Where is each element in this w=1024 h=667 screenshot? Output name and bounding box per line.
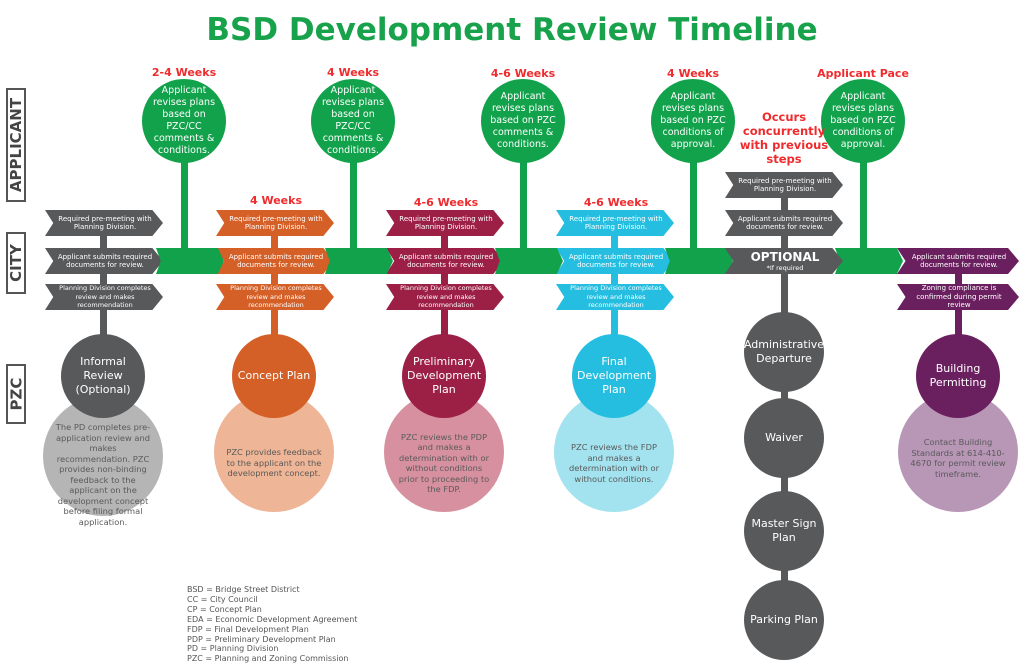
legend-entry: CP = Concept Plan: [187, 604, 262, 614]
optional-step-chevron: Applicant submits required documents for…: [725, 210, 843, 236]
timeline-connector-arrow: [156, 248, 224, 274]
optional-item-circle: Administrative Departure: [744, 312, 824, 392]
duration-label: 2-4 Weeks: [151, 66, 217, 79]
legend-entry: PDP = Preliminary Development Plan: [187, 634, 336, 644]
optional-item-circle: Master Sign Plan: [744, 491, 824, 571]
lane-applicant: APPLICANT: [6, 88, 26, 202]
duration-label: 4 Weeks: [249, 194, 303, 207]
connector-stem: [520, 150, 527, 255]
optional-item-circle: Waiver: [744, 398, 824, 478]
stage-title-circle: Preliminary Development Plan: [402, 334, 486, 418]
timeline-connector-arrow: [495, 248, 563, 274]
optional-step-chevron: Required pre-meeting with Planning Divis…: [725, 172, 843, 198]
legend-entry: CC = City Council: [187, 594, 258, 604]
legend-entry: FDP = Final Development Plan: [187, 624, 309, 634]
concurrent-note: Occurs concurrently with previous steps: [739, 110, 829, 166]
timeline-connector-arrow: [835, 248, 903, 274]
lane-city: CITY: [6, 232, 26, 294]
duration-label: 4-6 Weeks: [490, 67, 556, 80]
page-title: BSD Development Review Timeline: [206, 12, 818, 48]
stage-description-circle: PZC reviews the PDP and makes a determin…: [384, 392, 504, 512]
process-step-chevron: Planning Division completes review and m…: [556, 284, 674, 310]
connector-stem: [100, 215, 107, 345]
lane-pzc: PZC: [6, 364, 26, 424]
process-step-chevron: Applicant submits required documents for…: [216, 248, 334, 274]
timeline-connector-arrow: [665, 248, 733, 274]
connector-stem: [181, 150, 188, 255]
legend-entry: BSD = Bridge Street District: [187, 585, 300, 594]
connector-stem: [271, 215, 278, 345]
applicant-revision-circle: Applicant revises plans based on PZC/CC …: [311, 79, 395, 163]
timeline-connector-arrow: [325, 248, 393, 274]
legend-entry: PZC = Planning and Zoning Commission: [187, 654, 349, 664]
stage-title-circle: Building Permitting: [916, 334, 1000, 418]
connector-stem: [860, 150, 867, 255]
stage-title-circle: Concept Plan: [232, 334, 316, 418]
process-step-chevron: Planning Division completes review and m…: [45, 284, 163, 310]
applicant-revision-circle: Applicant revises plans based on PZC con…: [821, 79, 905, 163]
optional-chevron: OPTIONAL*If required: [725, 248, 843, 274]
applicant-revision-circle: Applicant revises plans based on PZC com…: [481, 79, 565, 163]
duration-label: 4-6 Weeks: [583, 196, 649, 209]
lane-label: CITY: [7, 244, 25, 282]
process-step-chevron: Planning Division completes review and m…: [386, 284, 504, 310]
permitting-step-chevron: Zoning compliance is confirmed during pe…: [897, 284, 1019, 310]
optional-label: OPTIONAL: [750, 249, 820, 264]
duration-label: 4-6 Weeks: [413, 196, 479, 209]
process-step-chevron: Required pre-meeting with Planning Divis…: [45, 210, 163, 236]
process-step-chevron: Applicant submits required documents for…: [386, 248, 504, 274]
optional-item-circle: Parking Plan: [744, 580, 824, 660]
applicant-revision-circle: Applicant revises plans based on PZC con…: [651, 79, 735, 163]
legend-entry: EDA = Economic Development Agreement: [187, 614, 358, 624]
process-step-chevron: Applicant submits required documents for…: [556, 248, 674, 274]
duration-label: 4 Weeks: [666, 67, 720, 80]
lane-label: PZC: [7, 377, 26, 411]
legend-entry: PD = Planning Division: [187, 644, 279, 654]
connector-stem: [690, 150, 697, 255]
duration-label: Applicant Pace: [817, 67, 909, 80]
stage-title-circle: Informal Review (Optional): [61, 334, 145, 418]
process-step-chevron: Required pre-meeting with Planning Divis…: [386, 210, 504, 236]
lane-label: APPLICANT: [7, 97, 26, 193]
process-step-chevron: Planning Division completes review and m…: [216, 284, 334, 310]
process-step-chevron: Applicant submits required documents for…: [45, 248, 163, 274]
applicant-revision-circle: Applicant revises plans based on PZC/CC …: [142, 79, 226, 163]
permitting-step-chevron: Applicant submits required documents for…: [897, 248, 1019, 274]
process-step-chevron: Required pre-meeting with Planning Divis…: [556, 210, 674, 236]
stage-title-circle: Final Development Plan: [572, 334, 656, 418]
optional-sublabel: *If required: [766, 263, 804, 272]
connector-stem: [350, 150, 357, 255]
connector-stem: [441, 215, 448, 345]
connector-stem: [611, 215, 618, 345]
duration-label: 4 Weeks: [326, 66, 380, 79]
stage-description-circle: PZC provides feedback to the applicant o…: [214, 392, 334, 512]
process-step-chevron: Required pre-meeting with Planning Divis…: [216, 210, 334, 236]
